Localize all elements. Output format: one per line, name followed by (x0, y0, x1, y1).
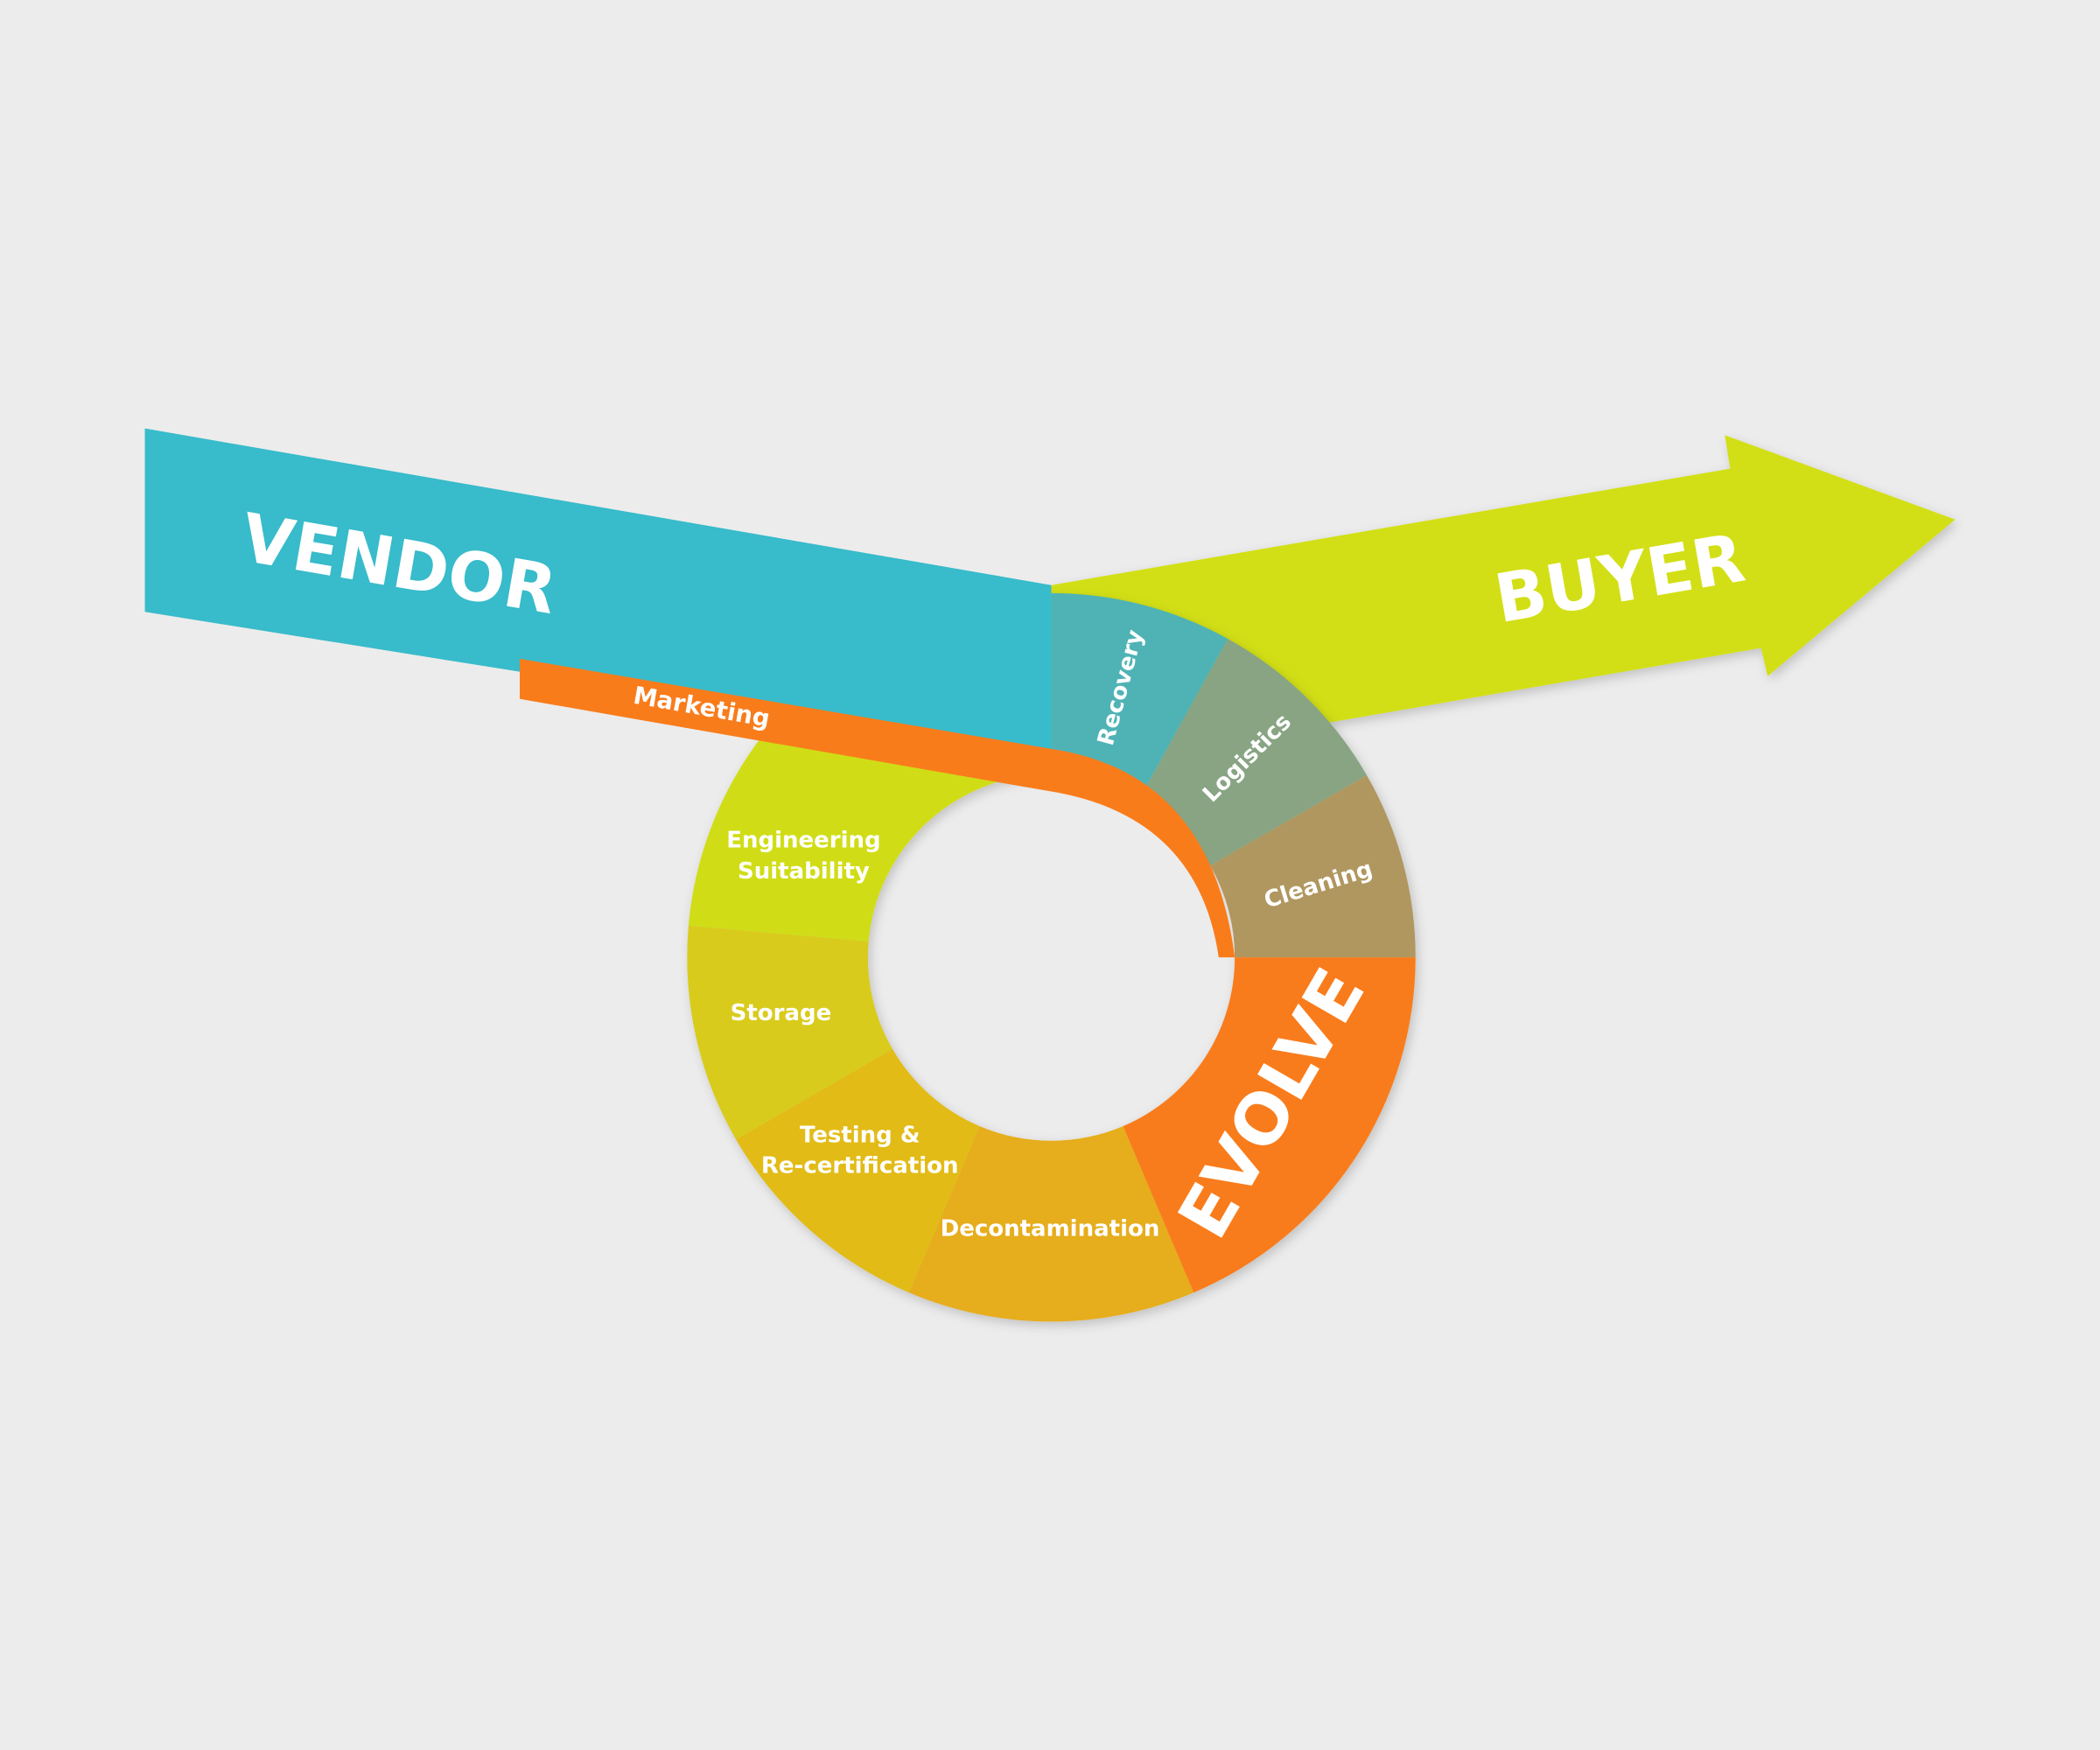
segment-recovery (1051, 592, 1228, 797)
segment-decontamination (908, 1126, 1194, 1322)
segment-evolve (1123, 957, 1416, 1293)
segment-label-engineering-line2: Suitability (738, 858, 870, 885)
segment-label-engineering-line1: Engineering (726, 828, 880, 854)
process-ring (687, 592, 1416, 1322)
marketing-band (520, 658, 1236, 958)
segment-label-testing-line1: Testing & (800, 1122, 920, 1148)
segment-cleaning (1210, 774, 1416, 958)
segment-label-testing-line2: Re-certification (761, 1152, 959, 1179)
segment-testing (736, 1048, 980, 1293)
segment-storage (687, 925, 892, 1140)
segment-label-decontamination: Decontamination (941, 1215, 1160, 1242)
vendor-arrow (144, 428, 1052, 757)
segment-logistics (1140, 639, 1367, 866)
segment-label-storage: Storage (731, 1000, 832, 1026)
